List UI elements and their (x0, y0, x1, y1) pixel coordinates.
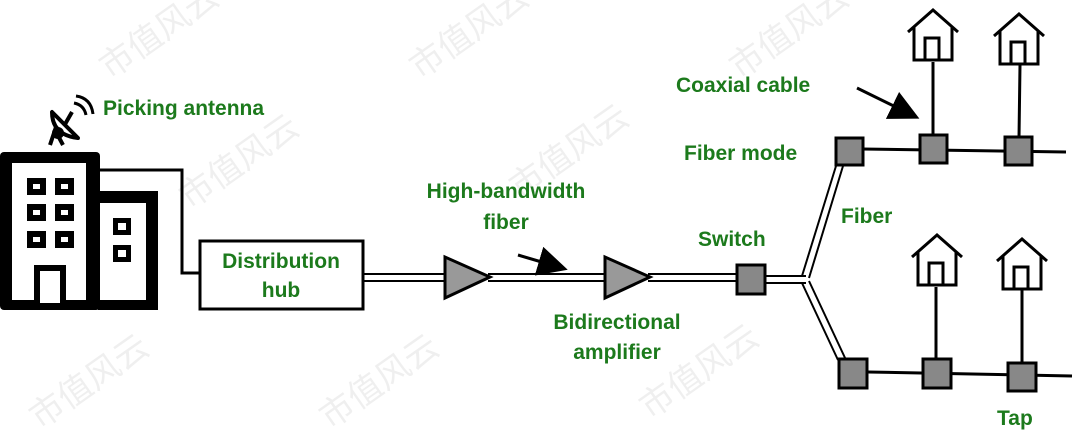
amplifier-1-icon (443, 254, 494, 301)
label-hub-2: hub (262, 279, 300, 302)
svg-text:市值风云: 市值风云 (22, 327, 156, 438)
distribution-hub-box (198, 239, 365, 311)
tap-node (1006, 361, 1038, 393)
switch-node (735, 263, 767, 296)
label-hbf-1: High-bandwidth (427, 180, 586, 203)
high-bandwidth-fiber (363, 165, 847, 361)
house-icon (995, 237, 1049, 291)
tap-node (1003, 135, 1034, 167)
label-fiber: Fiber (841, 205, 892, 228)
svg-text:市值风云: 市值风云 (92, 0, 226, 87)
fiber-node-bottom (837, 357, 869, 390)
svg-text:市值风云: 市值风云 (172, 107, 306, 218)
svg-text:市值风云: 市值风云 (402, 0, 536, 87)
label-fiber-mode: Fiber mode (684, 142, 797, 165)
headend-building-icon (0, 152, 158, 310)
fiber-arrow-icon (517, 246, 568, 276)
label-picking-antenna: Picking antenna (103, 97, 264, 120)
satellite-antenna-icon (48, 94, 95, 146)
label-switch: Switch (698, 228, 766, 251)
house-icon (992, 12, 1046, 66)
coaxial-lines (861, 62, 1073, 378)
building-hub-link (98, 168, 200, 275)
tap-node (918, 133, 949, 165)
house-icon (906, 8, 960, 62)
coaxial-arrow-icon (856, 86, 920, 119)
label-hub-1: Distribution (222, 250, 340, 273)
label-amp-2: amplifier (573, 341, 661, 364)
label-tap: Tap (997, 407, 1033, 430)
tap-node (921, 357, 953, 390)
svg-text:市值风云: 市值风云 (312, 327, 446, 438)
label-coaxial-cable: Coaxial cable (676, 74, 810, 97)
label-amp-1: Bidirectional (553, 311, 680, 334)
amplifier-2-icon (603, 254, 654, 301)
label-hbf-2: fiber (483, 211, 529, 234)
house-icon (910, 233, 964, 287)
fiber-node-top (834, 136, 865, 167)
